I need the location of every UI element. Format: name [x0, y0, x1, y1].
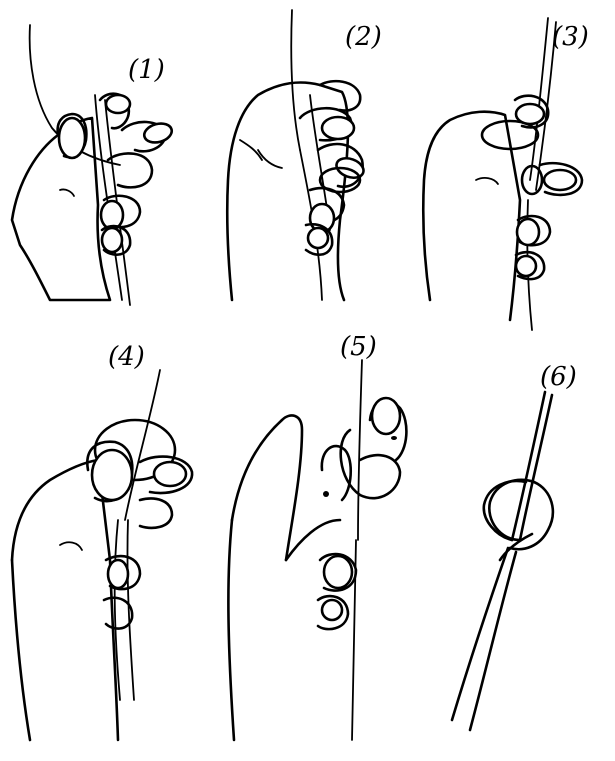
panel-5-hand-illustration	[228, 360, 406, 740]
panel-6: (6)	[452, 362, 577, 730]
panel-label-5: (5)	[340, 332, 377, 362]
panel-5: (5)	[228, 332, 406, 740]
panel-3-hand-illustration	[423, 18, 582, 330]
panel-6-finished-knot	[452, 392, 553, 730]
panel-1: (1)	[12, 25, 174, 305]
panel-label-3: (3)	[552, 22, 589, 52]
panel-4: (4)	[12, 342, 192, 740]
panel-4-hand-illustration	[12, 370, 192, 740]
panel-2-hand-illustration	[227, 10, 366, 300]
panel-2: (2)	[227, 10, 382, 300]
panel-label-4: (4)	[108, 342, 145, 372]
panel-3: (3)	[423, 18, 589, 330]
panel-label-6: (6)	[540, 362, 577, 392]
panel-label-2: (2)	[345, 22, 382, 52]
panel-label-1: (1)	[128, 55, 165, 85]
